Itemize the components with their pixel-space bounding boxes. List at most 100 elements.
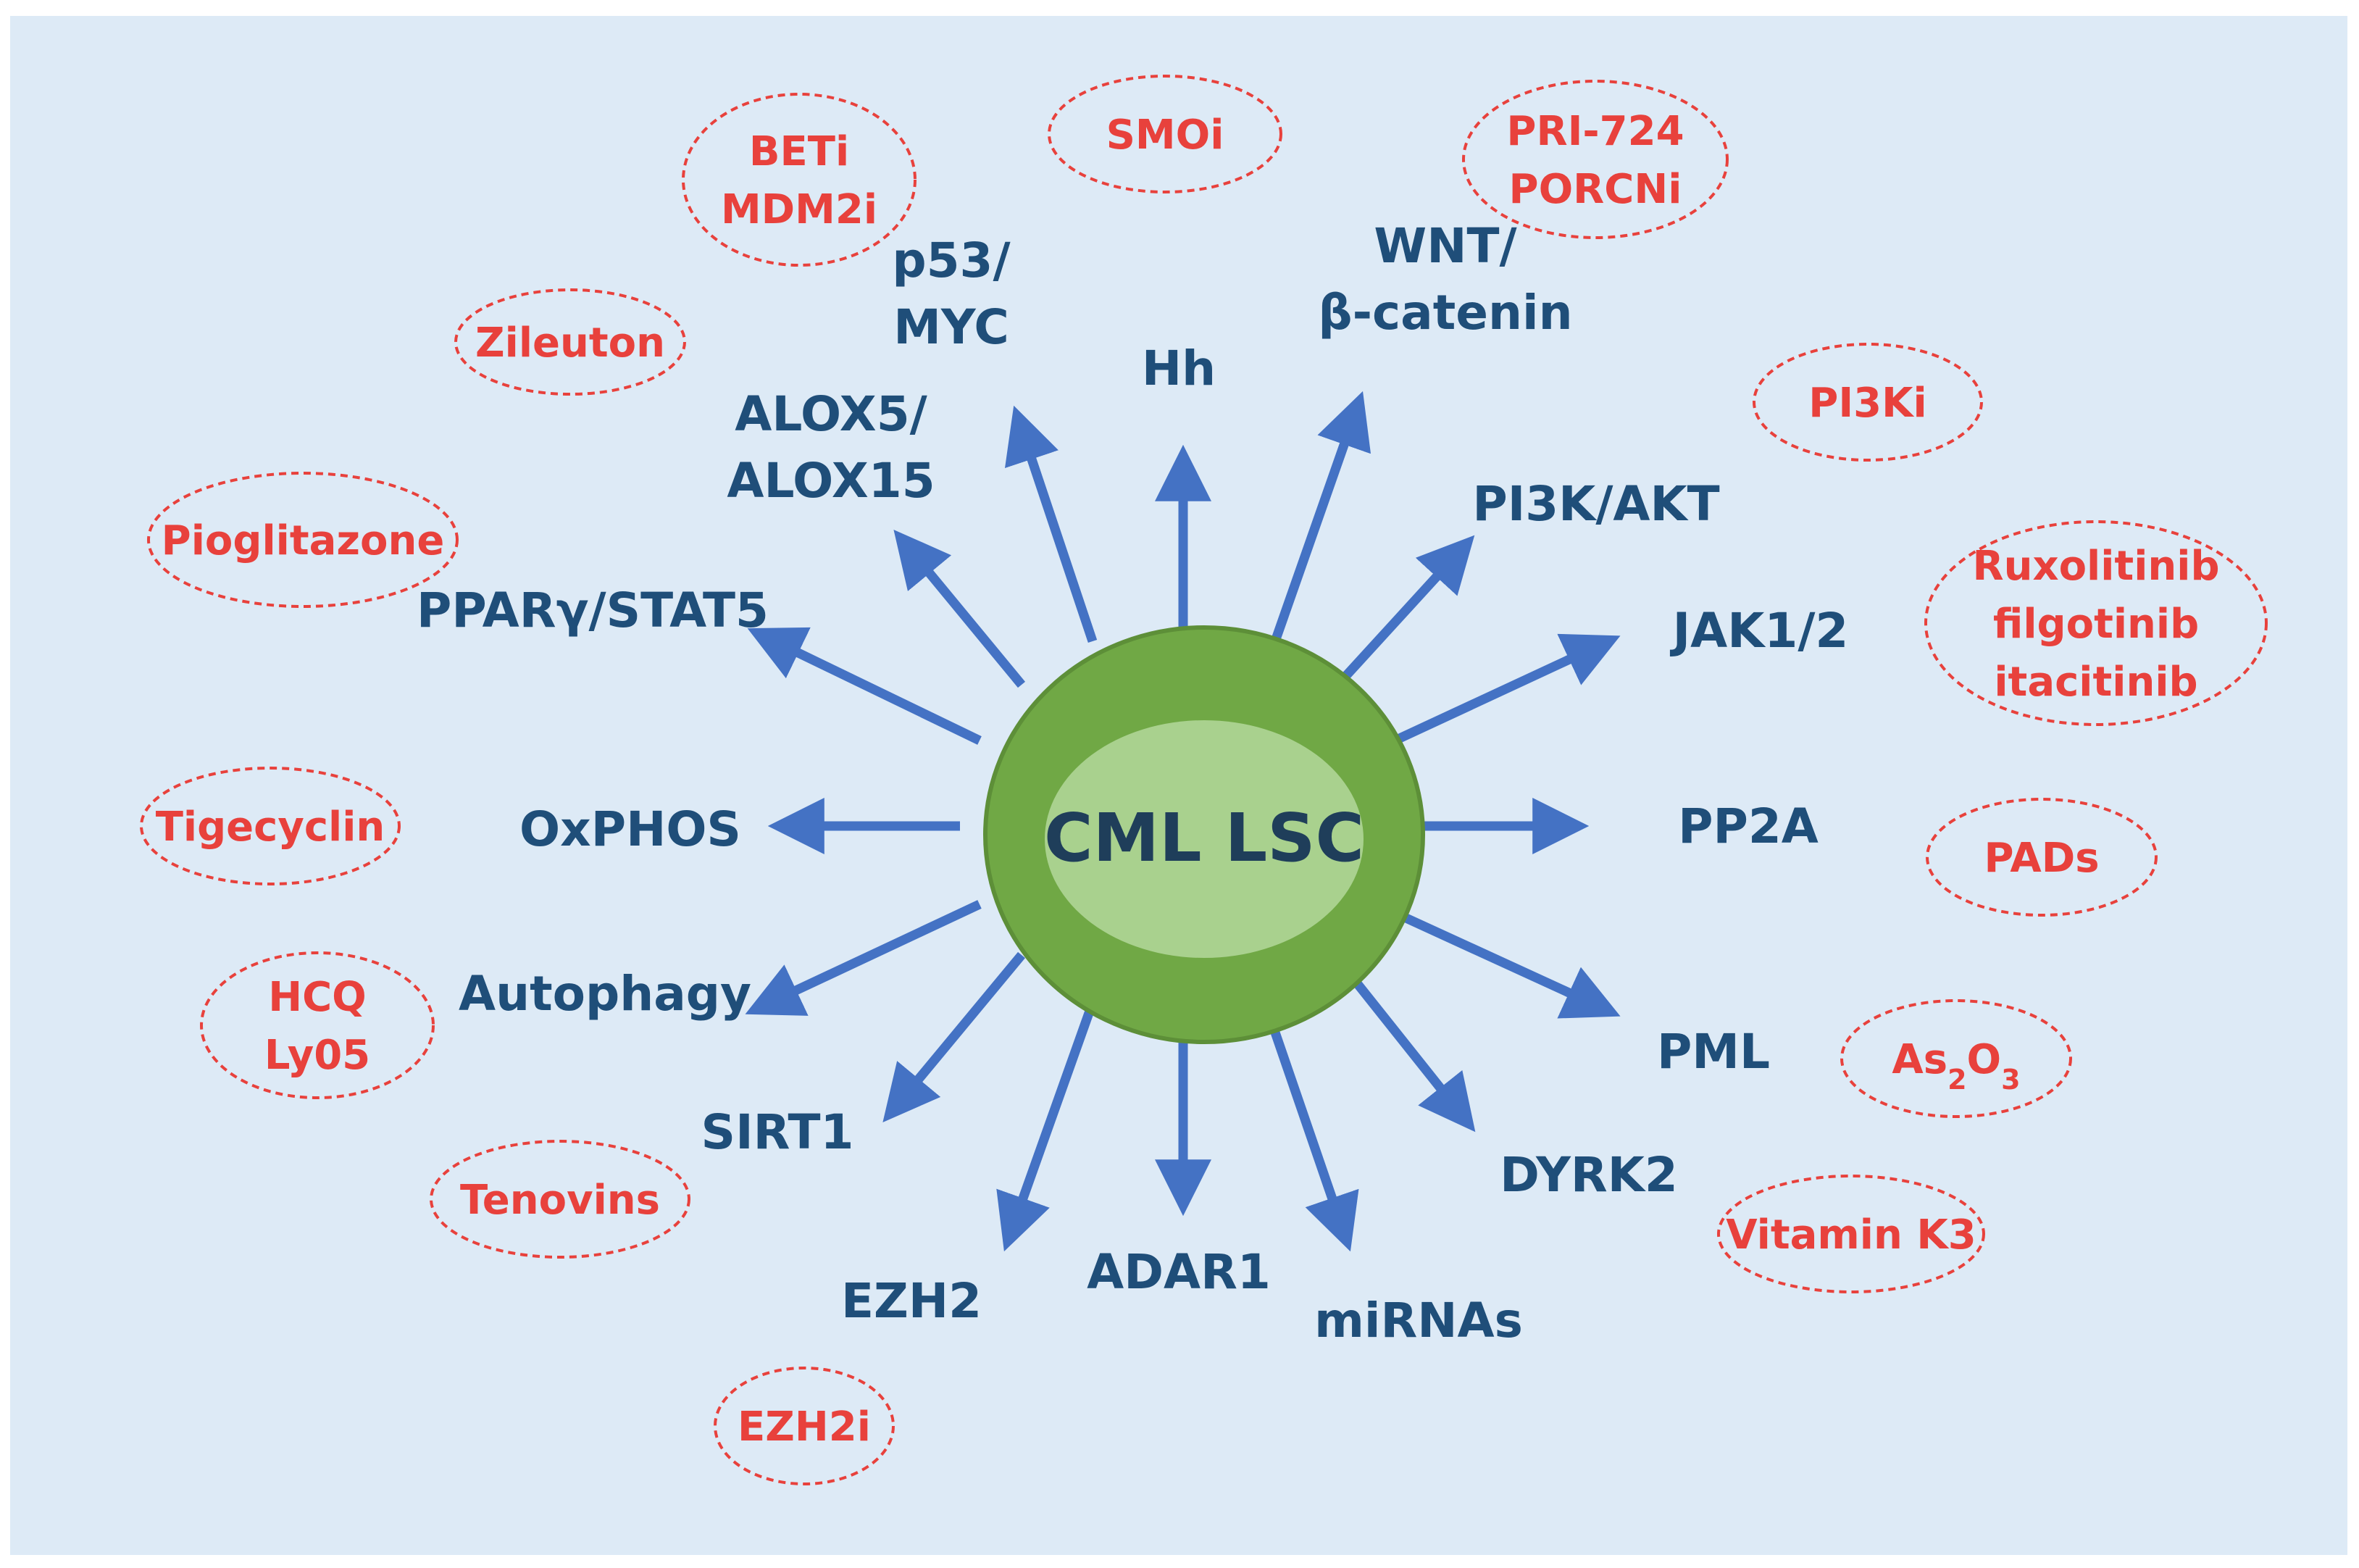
drug-outline <box>714 1367 895 1485</box>
arrow-p53-myc <box>1004 405 1098 643</box>
drug-label: Tenovins <box>460 1177 660 1224</box>
pathway-label-pml: PML <box>1657 1024 1770 1080</box>
drug-outline <box>1717 1175 1985 1293</box>
drug-outline <box>200 951 435 1099</box>
pathway-label-autophagy: Autophagy <box>459 966 751 1022</box>
drug-label-line: Vitamin K3 <box>1726 1212 1976 1259</box>
pathway-label-line: miRNAs <box>1314 1293 1523 1348</box>
drug-tenovins: Tenovins <box>430 1140 690 1259</box>
pathway-label-ppar: PPARγ/STAT5 <box>417 583 769 638</box>
drug-label: As2O3 <box>1892 1036 2020 1096</box>
drug-label-line: MDM2i <box>721 186 877 233</box>
drug-label-line: itacitinib <box>1994 659 2197 706</box>
pathway-label-sirt1: SIRT1 <box>701 1104 854 1160</box>
pathway-label-wnt: WNT/β-catenin <box>1318 218 1572 341</box>
drug-smoi: SMOi <box>1048 75 1282 193</box>
drug-label: Zileuton <box>475 320 665 367</box>
drug-label: Vitamin K3 <box>1726 1212 1976 1259</box>
pathway-label-dyrk2: DYRK2 <box>1500 1147 1678 1203</box>
formula-part: O <box>1967 1036 2002 1083</box>
drug-label-line: Ruxolitinib <box>1972 543 2219 590</box>
pathway-label-oxphos: OxPHOS <box>519 801 741 857</box>
drug-label: SMOi <box>1106 112 1224 159</box>
pathway-label-adar1: ADAR1 <box>1087 1244 1271 1300</box>
drug-outline <box>147 472 459 608</box>
drug-label-line: PORCNi <box>1509 166 1682 213</box>
arrow-sirt1 <box>882 951 1026 1123</box>
pathway-label-line: Hh <box>1142 341 1216 396</box>
pathway-label-mirnas: miRNAs <box>1314 1293 1523 1348</box>
drug-vitamin-k3: Vitamin K3 <box>1717 1175 1985 1293</box>
drug-pi3ki: PI3Ki <box>1753 343 1983 462</box>
drug-label-line: Ly05 <box>264 1032 370 1079</box>
drug-label-line: HCQ <box>268 974 367 1021</box>
pathway-label-line: SIRT1 <box>701 1104 854 1160</box>
arrow-pi3k-akt <box>1331 535 1475 692</box>
pathway-label-line: p53/ <box>892 233 1011 288</box>
drug-pioglitazone: Pioglitazone <box>147 472 459 608</box>
pathway-label-line: Autophagy <box>459 966 751 1022</box>
arrow-pml <box>1380 903 1621 1019</box>
drug-hcq-ly05: HCQ Ly05 <box>200 951 435 1099</box>
drug-label: Tigecyclin <box>156 804 385 851</box>
pathway-label-line: ALOX5/ <box>735 386 927 442</box>
drug-label-line: PI3Ki <box>1808 380 1926 427</box>
drug-outline <box>1840 999 2072 1118</box>
pathway-label-line: PPARγ/STAT5 <box>417 583 769 638</box>
cell-label: CML LSC <box>1044 799 1364 877</box>
pathway-label-line: EZH2 <box>841 1273 982 1329</box>
pathway-label-line: PP2A <box>1678 798 1819 854</box>
pathway-label-pi3k-akt: PI3K/AKT <box>1472 476 1719 532</box>
drug-label: PADs <box>1984 835 2099 882</box>
drug-label: PI3Ki <box>1808 380 1926 427</box>
drug-outline <box>1462 80 1729 239</box>
pathway-label-line: ADAR1 <box>1087 1244 1271 1300</box>
pathway-label-line: β-catenin <box>1318 285 1572 341</box>
pathway-label-line: MYC <box>893 299 1009 355</box>
drug-label-line: PRI-724 <box>1506 108 1684 155</box>
drug-label-line: PADs <box>1984 835 2099 882</box>
arrow-wnt <box>1270 391 1371 643</box>
drug-ezh2i: EZH2i <box>714 1367 895 1485</box>
drug-label: Pioglitazone <box>162 517 445 564</box>
pathway-label-pp2a: PP2A <box>1678 798 1819 854</box>
drug-outline <box>682 93 917 267</box>
drug-zileuton: Zileuton <box>454 288 686 396</box>
drug-label-line: Tigecyclin <box>156 804 385 851</box>
arrow-autophagy <box>745 900 982 1016</box>
arrow-alox <box>893 529 1026 688</box>
cml-lsc-cell: CML LSC <box>983 625 1425 1044</box>
drug-tigecyclin: Tigecyclin <box>140 767 401 885</box>
drug-outline <box>140 767 401 885</box>
drug-label: EZH2i <box>738 1404 871 1451</box>
drug-label-line: BETi <box>749 128 849 175</box>
pathway-label-line: OxPHOS <box>519 801 741 857</box>
drug-label-line: Tenovins <box>460 1177 660 1224</box>
pathway-label-line: PML <box>1657 1024 1770 1080</box>
subscript: 2 <box>1947 1064 1966 1096</box>
drug-outline <box>1753 343 1983 462</box>
arrow-ezh2 <box>996 1001 1098 1252</box>
drug-outline <box>430 1140 690 1259</box>
drug-label-line: SMOi <box>1106 112 1224 159</box>
cell-inner-core <box>1045 720 1364 958</box>
drug-outline <box>454 288 686 396</box>
arrow-ppar <box>747 627 982 745</box>
pathway-label-line: DYRK2 <box>1500 1147 1678 1203</box>
pathway-label-hh: Hh <box>1142 341 1216 396</box>
pathway-labels: p53/MYCHhWNT/β-cateninPI3K/AKTJAK1/2PP2A… <box>417 218 1848 1348</box>
formula-part: As <box>1892 1036 1947 1083</box>
drug-outline <box>1924 520 2268 726</box>
pathway-label-alox: ALOX5/ALOX15 <box>727 386 935 509</box>
drug-outline <box>1048 75 1282 193</box>
drug-label-line: EZH2i <box>738 1404 871 1451</box>
drug-label-line: Zileuton <box>475 320 665 367</box>
